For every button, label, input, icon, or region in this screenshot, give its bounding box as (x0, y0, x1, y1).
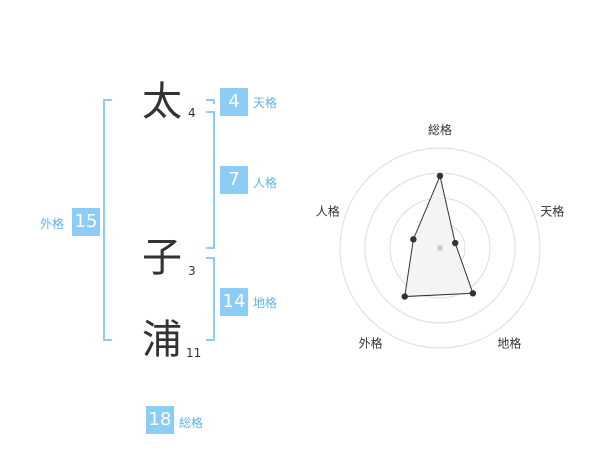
kanji-char-3: 浦 (142, 317, 182, 363)
kanji-char-1: 太 (142, 79, 182, 125)
radar-point-2 (469, 290, 477, 297)
kanji-char-2: 子 (142, 235, 182, 281)
jinkaku-label: 人格 (253, 176, 278, 190)
radar-point-0 (436, 172, 444, 180)
jinkaku-value: 7 (220, 166, 248, 194)
radar-point-3 (401, 293, 408, 300)
radar-point-4 (410, 236, 417, 243)
radar-polygon (404, 174, 474, 298)
radar-axis-label-0: 総格 (428, 122, 452, 137)
stroke-count-3: 11 (186, 346, 202, 360)
chikaku-value: 14 (220, 288, 248, 316)
stroke-count-2: 3 (188, 264, 196, 278)
chikaku-label: 地格 (253, 296, 278, 310)
radar-axis-label-2: 地格 (497, 335, 521, 350)
tenkaku-label: 天格 (253, 96, 278, 110)
tenkaku-value: 4 (220, 88, 248, 116)
radar-point-1 (452, 239, 459, 247)
radar-center (437, 245, 443, 251)
radar-ring-4 (339, 147, 541, 349)
radar-axis-label-3: 外格 (359, 335, 383, 350)
gaikaku-label: 外格 (40, 217, 65, 231)
radar-axis-label-1: 天格 (540, 204, 564, 219)
stroke-count-1: 4 (188, 106, 196, 120)
soukaku-label: 総格 (179, 416, 204, 430)
radar-axis-label-4: 人格 (316, 204, 340, 219)
gaikaku-value: 15 (72, 208, 100, 236)
soukaku-value: 18 (146, 406, 174, 434)
